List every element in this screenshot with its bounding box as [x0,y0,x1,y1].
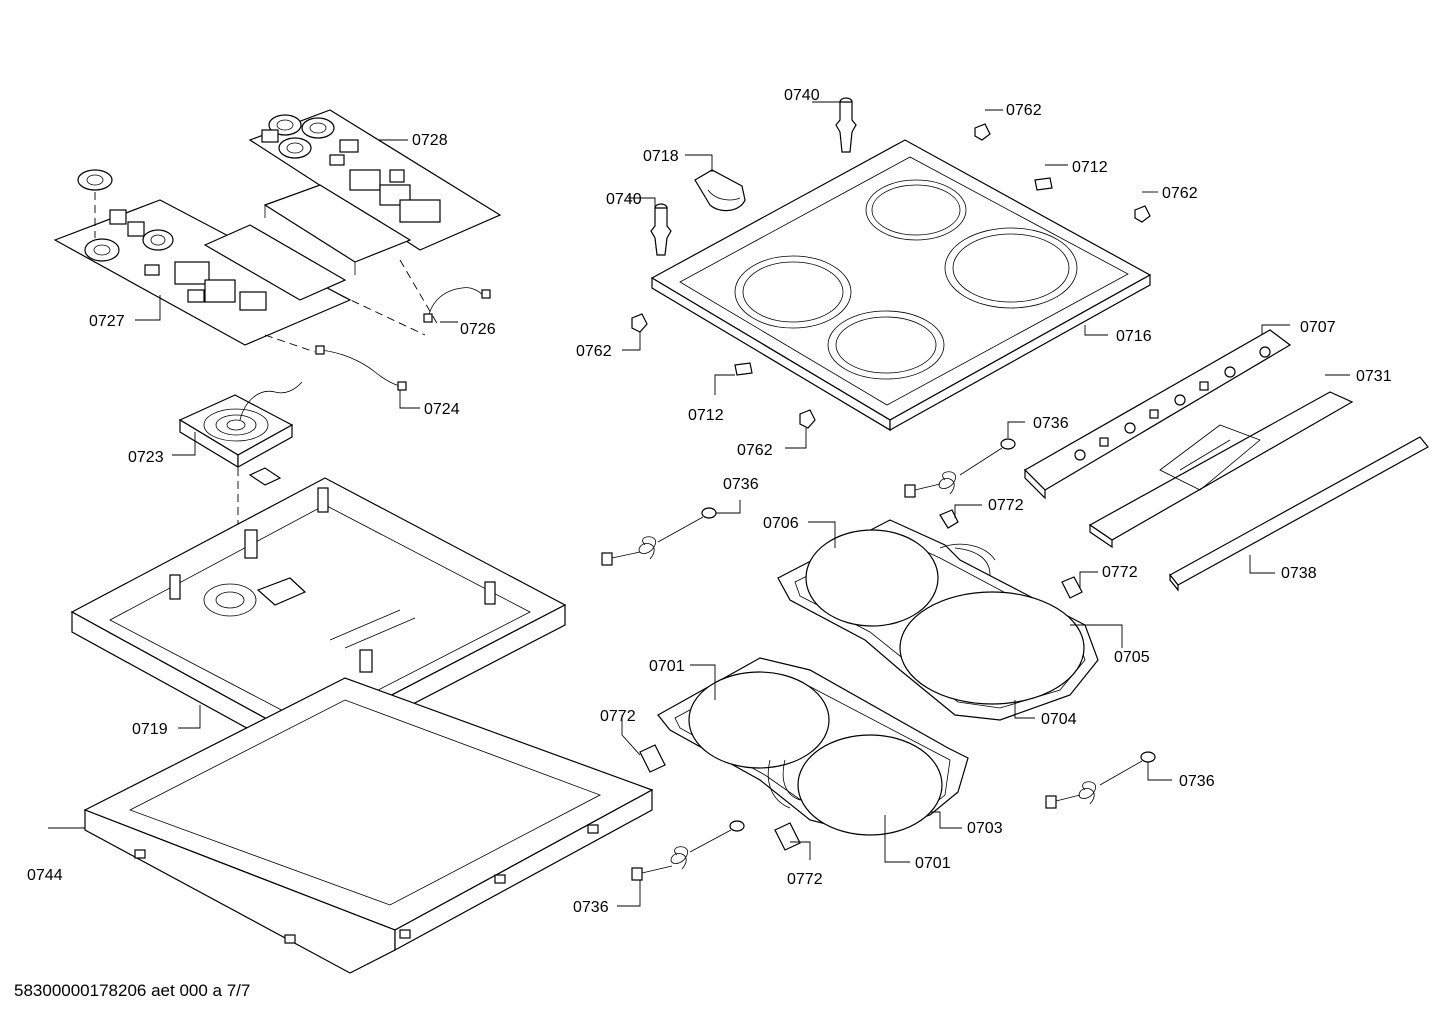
part-0736-sensor-4 [631,820,745,881]
label-0728: 0728 [412,132,448,149]
part-0740-clip-upper [835,97,857,153]
label-0706: 0706 [763,515,799,532]
part-0716-glass-top [650,139,1152,432]
label-0701-a: 0701 [649,658,685,675]
part-0718-bracket [694,169,746,212]
part-0724-cable [315,345,407,391]
label-0744: 0744 [27,867,63,884]
label-0707: 0707 [1300,319,1336,336]
label-0703: 0703 [967,820,1003,837]
fan-bracket [248,467,282,486]
label-0762-a: 0762 [1006,102,1042,119]
part-0772-clips [639,509,1083,851]
part-0736-sensor-1 [904,438,1016,498]
part-0736-sensor-2 [601,507,717,566]
label-0772-b: 0772 [1102,564,1138,581]
label-0736-b: 0736 [723,476,759,493]
label-0727: 0727 [89,313,125,330]
assembly-lines [237,259,439,560]
label-0736-d: 0736 [573,899,609,916]
part-0703-heater-carrier [657,657,969,836]
part-0726-cable [423,287,491,323]
part-0731-carrier [1088,391,1354,549]
part-0712-pads [734,177,1053,376]
leader-lines [48,101,1350,907]
label-0762-c: 0762 [576,343,612,360]
label-0740-left: 0740 [606,191,642,208]
label-0731: 0731 [1356,368,1392,385]
label-0723: 0723 [128,449,164,466]
part-0740-clip-left [650,203,672,256]
part-0744-frame [83,677,654,974]
label-0772-c: 0772 [600,708,636,725]
label-0719: 0719 [132,721,168,738]
label-0736-a: 0736 [1033,415,1069,432]
label-0736-c: 0736 [1179,773,1215,790]
label-0772-d: 0772 [787,871,823,888]
label-0726: 0726 [460,321,496,338]
label-0704: 0704 [1041,711,1077,728]
label-0738: 0738 [1281,565,1317,582]
label-0712-b: 0712 [688,407,724,424]
label-0716: 0716 [1116,328,1152,345]
part-0723-fan [178,381,303,469]
label-0772-a: 0772 [988,497,1024,514]
part-labels: 0728 0727 0726 0724 0723 0719 0744 0740 … [27,87,1392,916]
label-0740-upper: 0740 [784,87,820,104]
part-0728-power-board [248,109,502,251]
label-0724: 0724 [424,401,460,418]
part-0736-sensor-3 [1045,751,1156,809]
part-0704-heater-carrier [777,519,1099,721]
label-0701-b: 0701 [915,855,951,872]
part-0707-control-strip [1024,329,1292,500]
part-0727-control-board [53,169,412,346]
part-0762-clips [631,123,1151,429]
label-0762-b: 0762 [1162,185,1198,202]
label-0705: 0705 [1114,649,1150,666]
part-0738-rail [1169,436,1429,592]
label-0718: 0718 [643,148,679,165]
document-reference-footer: 58300000178206 aet 000 a 7/7 [14,981,251,1000]
label-0762-d: 0762 [737,442,773,459]
label-0712-a: 0712 [1072,159,1108,176]
